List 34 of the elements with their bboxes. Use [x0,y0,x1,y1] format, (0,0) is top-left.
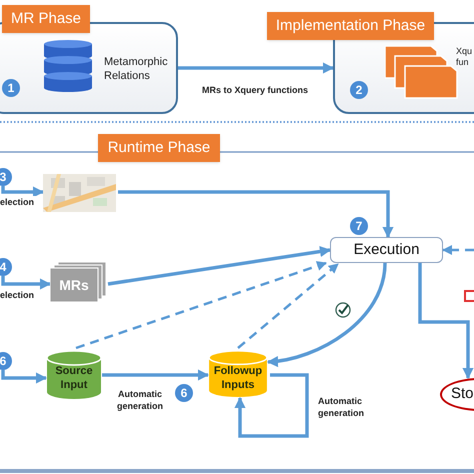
arrow [108,246,332,286]
arrow [178,62,334,74]
arrow [1,186,44,198]
step-number: 3 [0,168,12,186]
phase-tab: MR Phase [2,5,90,33]
step-number: 6 [175,384,193,402]
arrow [1,276,52,290]
arrow [418,263,474,380]
arrow [1,370,48,384]
step-number: 1 [2,79,20,97]
arrow [102,369,210,381]
document-stack [50,262,106,302]
arrow [266,262,387,367]
terminal-ellipse: Sto [440,378,474,411]
dashed-arrow [442,245,474,255]
step-number: 6 [0,352,12,370]
arrow [234,373,309,438]
node-label: Followup Inputs [212,364,264,392]
database-cylinder [208,350,268,398]
step-number: 7 [350,217,368,235]
step-number: 4 [0,258,12,276]
phase-tab: Implementation Phase [267,12,434,40]
process-box: Execution [330,237,443,263]
node-label: MRs [58,276,90,294]
edge-label: MRs to Xquery functions [200,84,310,96]
node-label: Source Input [54,364,94,392]
dashed-arrow [237,263,339,349]
node-caption: Metamorphic Relations [104,56,169,84]
dashed-arrow [76,261,327,350]
node-caption: Xqu fun [456,46,474,68]
arrow [118,190,394,238]
database-cylinder [46,350,102,400]
step-number: 2 [350,81,368,99]
phase-tab: Runtime Phase [98,134,220,162]
